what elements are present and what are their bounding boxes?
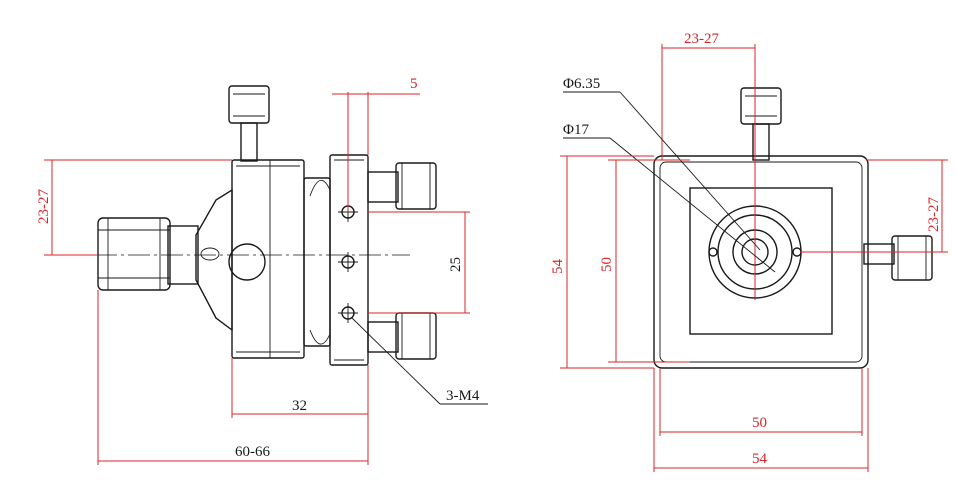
side-view [62,85,437,366]
dim-side-right: 25 [448,257,464,272]
front-view-dimensions: 23-27 Φ6.35 Φ17 54 50 23-27 50 54 [550,31,948,472]
dim-front-bottom-outer: 54 [752,451,768,467]
side-view-dimensions: 23-27 5 25 32 60-66 3-M4 [36,76,488,465]
dim-front-outer-left: 54 [550,259,566,275]
dim-side-height: 23-27 [36,189,52,224]
dim-side-top: 5 [410,76,418,92]
dim-front-bottom-inner: 50 [752,415,767,431]
front-view [653,87,933,369]
dim-front-right: 23-27 [926,197,942,232]
dim-front-d2: Φ17 [563,122,589,138]
dim-side-bottom-1: 32 [292,398,307,414]
dim-front-inner-left: 50 [599,257,615,272]
dim-front-top: 23-27 [684,31,719,47]
dim-front-d1: Φ6.35 [563,76,600,92]
dim-side-bottom-2: 60-66 [235,444,270,460]
callout-holes: 3-M4 [446,388,480,404]
